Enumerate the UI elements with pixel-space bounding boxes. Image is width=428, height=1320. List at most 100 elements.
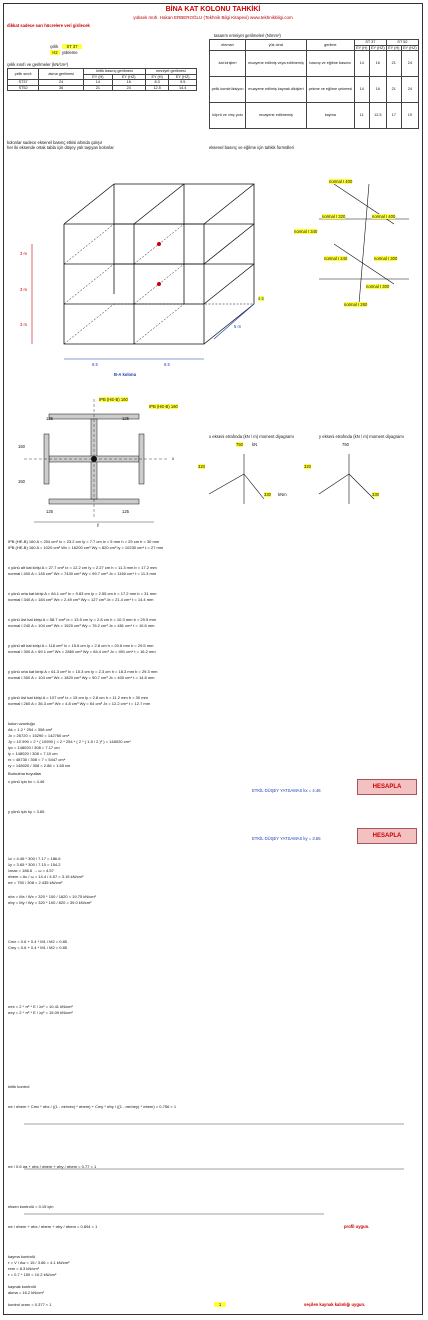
material-label: çelik [50,44,59,49]
calc-line-8: ry = 148020 / 308 = 2.86 = 1.65 cm [8,763,71,768]
left-bottom-load[interactable]: 330 [264,492,271,497]
dim-side[interactable]: 4.5 [258,296,264,301]
author-line: yüksek müh. Hakan ERBEROĞLU (Tekhnik Bil… [133,15,293,20]
calc-line-31: τ = 0.7 * 150 = 10.2 kN/cm² [8,1272,57,1277]
left-unit: kN [252,442,258,447]
left-axial-load[interactable]: 750 [236,442,243,447]
stress-table: eleman yük cinsi gerilme ST 37 ST 52 EY … [208,39,420,129]
calculate-button-1[interactable]: HESAPLA [357,779,417,795]
sub-c: EY (H) [144,73,170,80]
section-dim-1: 125 [46,416,53,421]
load-case-input[interactable]: H2 [50,50,60,55]
normal-label-8[interactable]: normal I 260 [344,302,368,307]
table-row: ST37 24 14 16 8.3 9.5 [6,79,197,86]
calc-line-4: Jy = 10 990 = 2 * ( 10990 ) = 2 * 254 * … [8,739,131,744]
table-row: köprü ve vinç yolu muayene edilmemiş kay… [208,102,420,129]
table-row: ST52 36 21 24 12.5 14.4 [6,84,197,91]
calc-line-27: σe / σbem + σbx / σbem + σby / σbem = 0.… [8,1224,98,1229]
calc-line-22: σey = 2 * π² * E / λy² = 15.09 kN/cm² [8,1010,73,1015]
prop-row-8: normal I 240 A = 104 cm² Wx = 1520 cm³ W… [8,623,155,628]
section-drawing [24,399,169,523]
column-label: B-A kolonu [114,372,137,377]
section-dim-6: 150 [18,479,25,484]
normal-label-1[interactable]: normal I 400 [329,179,353,184]
normal-label-4[interactable]: normal I 340 [294,229,318,234]
calc-line-10: x yönü için kx = 4.46 [8,779,45,784]
formula-lines [24,1123,404,1215]
sub-b: EY (HZ) [111,73,146,80]
th-yield: akma gerilmesi [38,68,85,80]
prop-row-14: normal I 260 A = 36.3 cm² Wx = 4.8 cm³ W… [8,701,151,706]
axis-x: x [172,456,175,461]
normal-label-2[interactable]: normal I 320 [322,214,346,219]
right-table-title: tasarım emniyet gerilmeleri (N/mm²) [214,33,281,38]
calc-line-14: λmax = 186.6 → ω = 4.57 [8,868,54,873]
left-note-1: kolonlar sadece eksenel basınç etkisi al… [7,140,103,145]
prop-row-5: x yönü orta kat kirişi A = 84.1 cm² Ix =… [8,591,157,596]
calc-line-33: akma = 16.2 kN/cm² [8,1290,44,1295]
prop-row-10: normal I 300 A = 69.1 cm² Wx = 2860 cm³ … [8,649,156,654]
right-axial-load: 750 [342,442,349,447]
normal-label-3[interactable]: normal I 400 [372,214,396,219]
normal-label-7[interactable]: normal I 300 [366,284,390,289]
prop-row-9: y yönü alt kat kirişi A = 118 cm² Ix = 1… [8,643,154,648]
frame-drawing [31,183,409,360]
side-label-1: ETKİL DÜŞEY YATSAMAS kx = 4.46 [252,788,321,793]
prop-row-1: IPB (HE-B) 160 A = 254 cm² Ix = 23.2 cm … [8,539,160,544]
calc-line-11: y yönü için ky = 3.65 [8,809,45,814]
calc-line-32: kaynak kontrolü [8,1284,37,1289]
calculate-button-2[interactable]: HESAPLA [357,828,417,844]
right-side-load[interactable]: 320 [304,464,311,469]
calc-line-21: σex = 2 * π² * E / λx² = 10.41 kN/cm² [8,1004,73,1009]
prop-row-3: x yönü alt kat kirişi A = 27.7 cm² Ix = … [8,565,157,570]
dim-b2: 6.5 [164,362,170,367]
table-row: kat kirişleri muayene edilmiş veya edilm… [208,50,420,77]
right-load-title: y ekseni etrafında (kN / m) moment diyag… [319,434,404,439]
normal-label-6[interactable]: normal I 300 [374,256,398,261]
table-row: çelik konstrüksiyon muayene edilmiş kayn… [208,76,420,103]
prop-row-7: x yönü üst kat kirişi A = 58.7 cm² Ix = … [8,617,156,622]
right-bottom-load[interactable]: 330 [372,492,379,497]
load-diagrams [208,454,375,504]
load-case-suffix: yükleme [62,50,78,55]
section-dim-5: 150 [18,444,25,449]
warning-text: dikkat sadece sarı hücrelere veri girile… [7,23,90,28]
calc-line-3: Jx = 26720 = 15290 = 142760 cm⁴ [8,733,70,738]
beam-diagram [319,183,409,305]
frame-lines [63,183,255,345]
normal-label-5[interactable]: normal I 240 [324,256,348,261]
calc-line-1: kolon uzunluğu [8,721,35,726]
section-dim-4: 125 [122,509,129,514]
calc-line-25: σe / 0.6 σa + σbx / σbem + σby / σbem = … [8,1164,97,1169]
weld-thickness-input[interactable]: 1 [214,1302,226,1307]
section-dim-3: 125 [46,509,53,514]
result-weld: seçilen kaynak kalınlığı uygun. [304,1302,366,1307]
left-side-load[interactable]: 320 [198,464,205,469]
prop-row-6: normal I 340 A = 184 cm² Wx = 2.49 cm³ W… [8,597,154,602]
worksheet: BİNA KAT KOLONU TAHKİKİ yüksek müh. Haka… [3,3,423,1315]
prop-row-13: y yönü üst kat kirişi A = 107 cm² Ix = 1… [8,695,148,700]
page-title: BİNA KAT KOLONU TAHKİKİ [165,6,261,13]
prop-row-2: IPB (HE-B) 160 A = 1020 cm² Wx = 16200 c… [8,545,164,550]
steel-grade-table: çelik sınıfı akma gerilmesi kritik basın… [6,68,198,91]
calc-line-34: kontrol oranı = 0.377 < 1 [8,1302,52,1307]
steel-grade-input[interactable]: ST 37 [62,44,82,49]
section-label-top[interactable]: IPB (HE-B) 160 [99,397,128,402]
left-table-title: çelik sınıfı ve gerilmeler (kN/cm²) [7,62,68,67]
side-label-2: ETKİL DÜŞEY YATSAMAS ky = 3.65 [252,836,321,841]
prop-row-11: y yönü orta kat kirişi A = 61.3 cm² Ix =… [8,669,158,674]
th-steel: çelik sınıfı [6,68,40,80]
axis-y: y [97,522,100,527]
calc-line-29: τ = V / Aw = 15 / 3.66 = 4.1 kN/cm² [8,1260,70,1265]
dim-d: 5 m [234,324,241,329]
calc-line-19: Cmx = 0.6 + 0.4 * M1 / M2 = 0.85 [8,939,68,944]
section-label-right[interactable]: IPB (HE-B) 160 [149,404,178,409]
calc-line-2: Ak = 1.2 * 254 = 308 cm² [8,727,53,732]
sub-d: EY (HZ) [168,73,197,80]
calc-line-17: σbx = Mx / Wx = 320 * 100 / 1620 = 19.75… [8,894,96,899]
result-profile: profil uygun. [344,1224,370,1229]
dim-h1: 3 m [20,251,27,256]
dim-h2: 3 m [20,287,27,292]
calc-line-9: Burkulma boyutları [8,771,42,776]
calc-line-24: σe / σbem + Cmx * σbx / ((1 - σe/σex) * … [8,1104,177,1109]
